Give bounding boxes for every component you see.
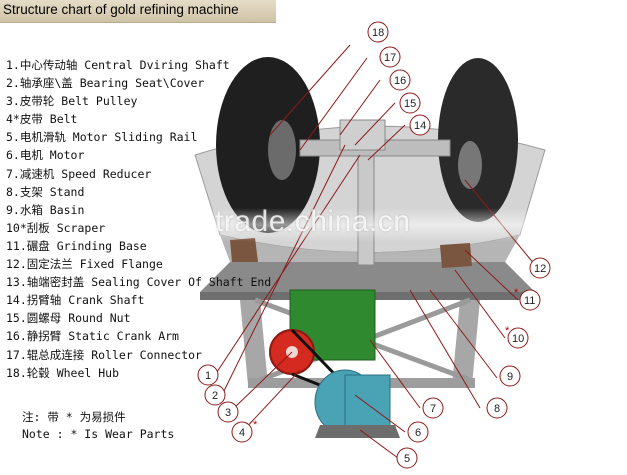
callout-10: 10 [512, 333, 524, 345]
title-bar: Structure chart of gold refining machine [0, 0, 276, 23]
motor-sliding-rail [315, 425, 400, 438]
callout-5: 5 [404, 453, 410, 465]
scraper-left [230, 238, 258, 262]
wear-marker-11: * [514, 287, 519, 299]
callout-15: 15 [404, 98, 416, 110]
callout-16: 16 [394, 75, 406, 87]
legend-item: 9.水箱 Basin [6, 202, 85, 217]
legend-item: 18.轮毂 Wheel Hub [6, 365, 120, 380]
roller-right [438, 58, 518, 222]
watermark-band [0, 208, 627, 242]
callout-9: 9 [507, 371, 513, 383]
wear-marker-10: * [505, 325, 510, 337]
callout-2: 2 [212, 390, 218, 402]
legend-item: 6.电机 Motor [6, 148, 85, 163]
callout-7: 7 [430, 403, 436, 415]
callout-11: 11 [524, 295, 535, 307]
callout-numbers: 18 17 16 15 14 12 11 10 9 8 7 6 5 1 2 3 … [205, 27, 546, 465]
callout-3: 3 [225, 407, 231, 419]
note-en: Note : * Is Wear Parts [22, 427, 175, 441]
legend-item: 17.辊总成连接 Roller Connector [6, 347, 202, 362]
legend-item: 1.中心传动轴 Central Dviring Shaft [6, 58, 230, 72]
wear-parts-note: 注: 带 * 为易损件 Note : * Is Wear Parts [22, 409, 174, 443]
callout-lines [214, 44, 536, 459]
stand-leg-right [452, 300, 480, 385]
legend-item: 3.皮带轮 Belt Pulley [6, 94, 138, 109]
scraper-right [440, 243, 472, 268]
legend-item: 8.支架 Stand [6, 184, 85, 199]
legend-item: 12.固定法兰 Fixed Flange [6, 257, 163, 272]
legend-item: 10*刮板 Scraper [6, 220, 106, 235]
callout-17: 17 [384, 52, 396, 64]
parts-legend: 1.中心传动轴 Central Dviring Shaft 2.轴承座\盖 Be… [6, 56, 281, 382]
roller-left [216, 57, 320, 233]
callout-12: 12 [534, 263, 546, 275]
watermark-text: trade.china.cn [215, 205, 411, 238]
callout-1: 1 [205, 370, 211, 382]
callout-6: 6 [415, 427, 421, 439]
legend-item: 4*皮带 Belt [6, 112, 78, 127]
page-title: Structure chart of gold refining machine [3, 2, 239, 17]
legend-item: 16.静拐臂 Static Crank Arm [6, 329, 179, 344]
legend-item: 2.轴承座\盖 Bearing Seat\Cover [6, 76, 205, 91]
callout-18: 18 [372, 27, 384, 39]
callout-14: 14 [414, 120, 426, 132]
legend-item: 13.轴端密封盖 Sealing Cover Of Shaft End [6, 275, 272, 290]
callout-8: 8 [494, 403, 500, 415]
legend-item: 5.电机滑轨 Motor Sliding Rail [6, 130, 198, 145]
bearing-seat [339, 119, 386, 151]
stand-leg-left [240, 300, 268, 385]
note-cn: 注: 带 * 为易损件 [22, 410, 126, 424]
legend-item: 7.减速机 Speed Reducer [6, 166, 152, 181]
legend-item: 14.拐臂轴 Crank Shaft [6, 293, 145, 308]
callout-4: 4 [239, 427, 245, 439]
callout-circles [197, 21, 551, 469]
legend-item: 15.圆螺母 Round Nut [6, 311, 131, 326]
wear-marker-4: * [253, 419, 258, 431]
legend-item: 11.碾盘 Grinding Base [6, 238, 147, 253]
